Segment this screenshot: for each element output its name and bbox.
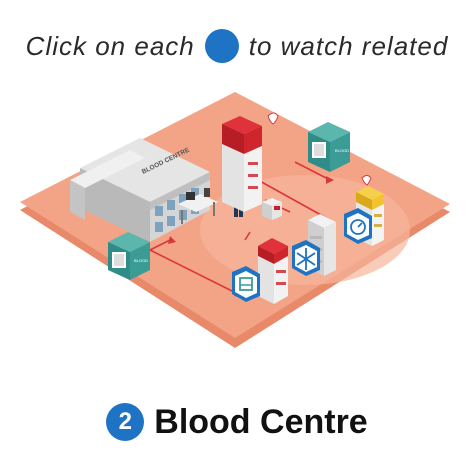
temperature-gauge-icon[interactable]	[344, 208, 372, 244]
unit-label-left: BLOOD	[134, 258, 148, 263]
instruction-text-before: Click on each	[25, 30, 195, 61]
blood-transport-unit-right: BLOOD	[308, 122, 350, 172]
blood-rack-front	[258, 238, 288, 304]
blood-transport-unit-left: BLOOD	[108, 232, 150, 280]
instruction-text-after: to watch related	[248, 30, 449, 61]
hotspot-legend-dot	[204, 29, 239, 63]
blood-storage-unit-small	[262, 198, 282, 220]
desk-computer	[178, 188, 218, 224]
screen-icon[interactable]	[232, 266, 260, 302]
blood-storage-unit-main	[222, 112, 279, 212]
freezer-snowflake-icon[interactable]	[292, 240, 320, 276]
section-number-badge: 2	[106, 403, 145, 441]
instruction-line: Click on each to watch related	[0, 24, 474, 68]
section-title-text: Blood Centre	[154, 402, 368, 441]
section-title: 2 Blood Centre	[0, 398, 474, 446]
unit-label-right: BLOOD	[335, 148, 349, 153]
blood-centre-illustration: BLOOD CENTRE	[20, 92, 450, 348]
